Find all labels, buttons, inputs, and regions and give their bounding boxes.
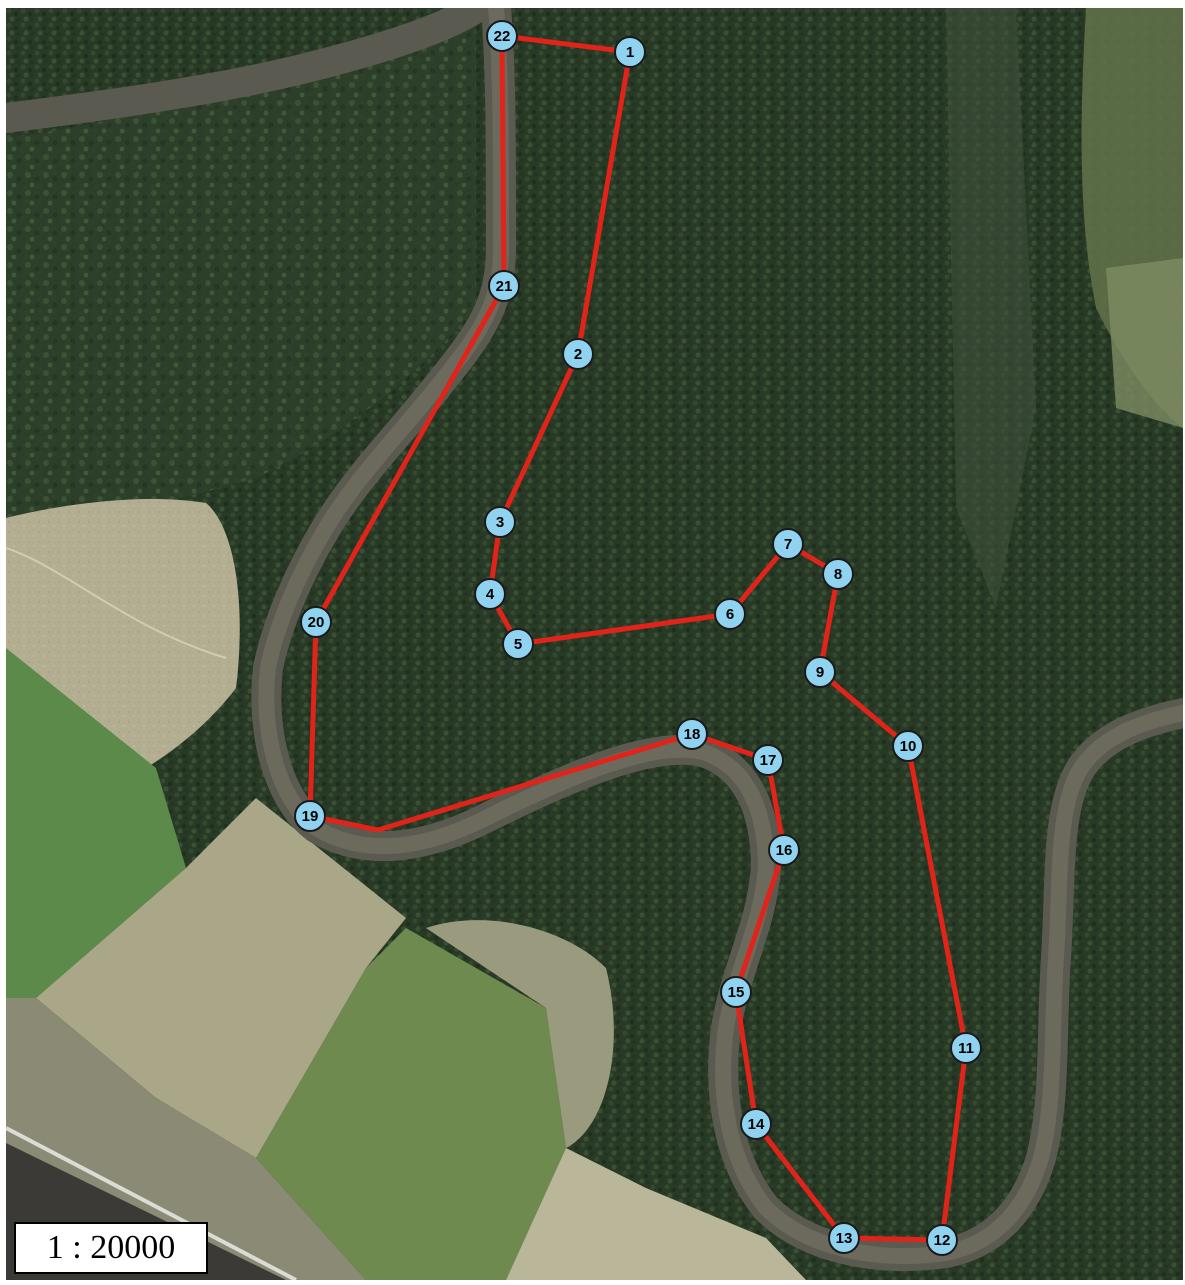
waypoint-9[interactable]: 9: [804, 656, 836, 688]
route-segment-10-11: [905, 745, 969, 1049]
waypoint-label: 5: [514, 636, 522, 653]
waypoint-marker-icon: [562, 338, 594, 370]
route-segment-12-13: [843, 1235, 943, 1243]
route-segment-20-21: [313, 284, 507, 624]
waypoint-marker-icon: [768, 834, 800, 866]
waypoint-label: 17: [760, 752, 777, 769]
route-segment-21-22: [499, 35, 507, 287]
waypoint-marker-icon: [502, 628, 534, 660]
waypoint-label: 8: [834, 566, 842, 583]
route-segment-13-14: [754, 1122, 846, 1240]
river-highlight: [258, 8, 1183, 1264]
waypoint-marker-icon: [300, 606, 332, 638]
waypoint-marker-icon: [484, 506, 516, 538]
waypoint-label: 3: [496, 514, 504, 531]
field-green-lower: [256, 928, 566, 1280]
waypoint-marker-icon: [486, 20, 518, 52]
route-segment-15-16: [733, 849, 787, 993]
waypoint-marker-icon: [614, 36, 646, 68]
waypoint-7[interactable]: 7: [772, 528, 804, 560]
waypoint-6[interactable]: 6: [714, 598, 746, 630]
route-segment-19-20: [307, 621, 319, 817]
waypoint-10[interactable]: 10: [892, 730, 924, 762]
waypoint-label: 2: [574, 346, 582, 363]
waypoint-label: 10: [900, 738, 917, 755]
waypoint-1[interactable]: 1: [614, 36, 646, 68]
waypoint-label: 20: [308, 614, 325, 631]
waypoint-label: 6: [726, 606, 734, 623]
waypoint-label: 9: [816, 664, 824, 681]
waypoint-marker-icon: [892, 730, 924, 762]
waypoint-label: 1: [626, 44, 634, 61]
waypoint-marker-icon: [752, 744, 784, 776]
waypoint-label: 19: [302, 808, 319, 825]
waypoint-17[interactable]: 17: [752, 744, 784, 776]
waypoint-2[interactable]: 2: [562, 338, 594, 370]
route-segment-1-2: [575, 51, 633, 355]
waypoint-marker-icon: [488, 270, 520, 302]
scale-label: 1 : 20000: [14, 1222, 208, 1274]
waypoint-label: 12: [934, 1232, 951, 1249]
waypoint-marker-icon: [294, 800, 326, 832]
waypoint-label: 14: [748, 1116, 765, 1133]
route-segment-18-19: [309, 731, 693, 833]
waypoint-11[interactable]: 11: [950, 1032, 982, 1064]
waypoint-label: 15: [728, 984, 745, 1001]
waypoint-label: 7: [784, 536, 792, 553]
waypoint-marker-icon: [772, 528, 804, 560]
road: [6, 1126, 297, 1280]
waypoint-3[interactable]: 3: [484, 506, 516, 538]
forest-light-area: [6, 8, 476, 528]
field-green: [6, 648, 186, 998]
route-segment-8-9: [817, 573, 841, 673]
waypoint-15[interactable]: 15: [720, 976, 752, 1008]
waypoint-label: 13: [836, 1230, 853, 1247]
waypoint-20[interactable]: 20: [300, 606, 332, 638]
waypoint-marker-icon: [720, 976, 752, 1008]
field-bottom-right: [506, 1148, 806, 1280]
waypoint-19[interactable]: 19: [294, 800, 326, 832]
forest-clearing: [946, 8, 1036, 608]
waypoint-label: 18: [684, 726, 701, 743]
waypoint-marker-icon: [804, 656, 836, 688]
waypoint-label: 4: [486, 586, 495, 603]
waypoint-label: 21: [496, 278, 513, 295]
field-middle: [36, 798, 406, 1158]
waypoint-label: 16: [776, 842, 793, 859]
waypoint-13[interactable]: 13: [828, 1222, 860, 1254]
route-segment-22-1: [501, 33, 631, 55]
waypoint-marker-icon: [740, 1108, 772, 1140]
waypoint-5[interactable]: 5: [502, 628, 534, 660]
waypoint-marker-icon: [474, 578, 506, 610]
track: [6, 547, 227, 659]
route-segment-9-10: [818, 670, 910, 748]
route-segment-11-12: [939, 1047, 969, 1241]
route-segment-5-6: [517, 611, 731, 647]
meadow-patch: [1106, 258, 1183, 428]
waypoint-21[interactable]: 21: [488, 270, 520, 302]
waypoint-marker-icon: [926, 1224, 958, 1256]
route-segment-14-15: [733, 991, 759, 1125]
waypoint-22[interactable]: 22: [486, 20, 518, 52]
waypoint-label: 22: [494, 28, 511, 45]
waypoint-8[interactable]: 8: [822, 558, 854, 590]
waypoint-marker-icon: [714, 598, 746, 630]
waypoint-marker-icon: [676, 718, 708, 750]
waypoint-14[interactable]: 14: [740, 1108, 772, 1140]
waypoint-marker-icon: [950, 1032, 982, 1064]
waypoint-marker-icon: [822, 558, 854, 590]
waypoint-16[interactable]: 16: [768, 834, 800, 866]
waypoint-marker-icon: [828, 1222, 860, 1254]
waypoint-12[interactable]: 12: [926, 1224, 958, 1256]
settlement-area: [426, 920, 614, 1148]
waypoint-18[interactable]: 18: [676, 718, 708, 750]
route-segment-2-3: [497, 352, 581, 524]
waypoint-label: 11: [958, 1040, 974, 1057]
waypoint-4[interactable]: 4: [474, 578, 506, 610]
